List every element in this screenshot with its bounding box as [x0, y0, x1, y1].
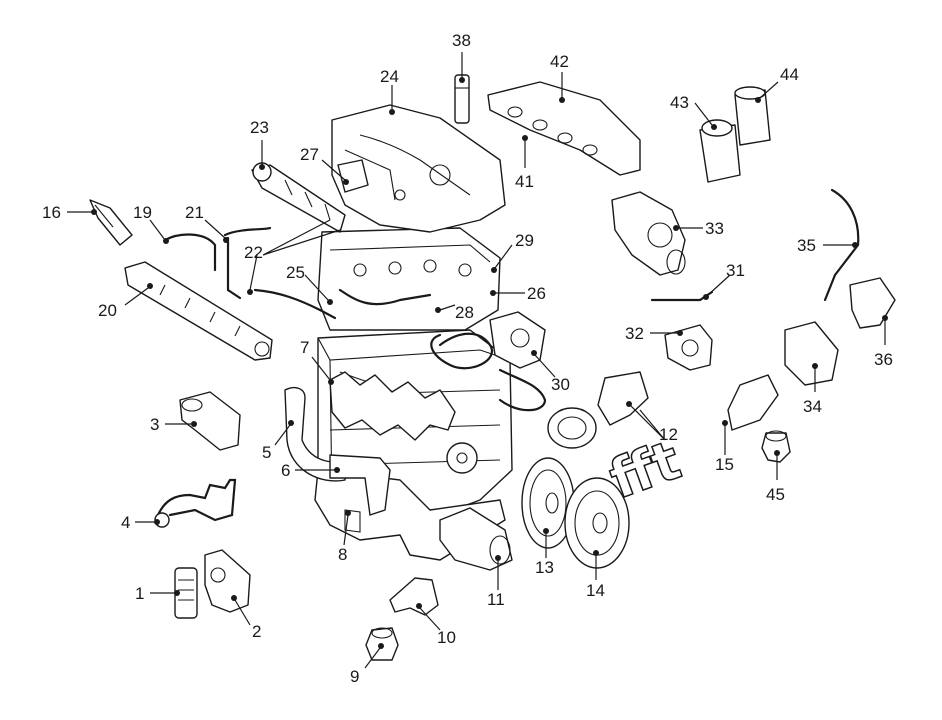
rocker-cover [331, 104, 506, 233]
callout-44: 44 [780, 65, 799, 84]
callout-31: 31 [726, 261, 745, 280]
callout-13: 13 [535, 558, 554, 577]
turbocharger [611, 191, 686, 276]
callout-10: 10 [437, 628, 456, 647]
crankshaft [329, 371, 478, 474]
fuel-return-hose [823, 188, 860, 302]
clutch-disc [564, 477, 630, 569]
vacuum-hose [498, 368, 547, 412]
callout-25: 25 [286, 263, 305, 282]
fuel-filter-housing [734, 86, 771, 146]
callout-20: 20 [98, 301, 117, 320]
injector [89, 199, 133, 246]
starter-motor [439, 507, 513, 571]
callout-9: 9 [350, 667, 359, 686]
rubber-mount [761, 430, 791, 463]
callout-19: 19 [133, 203, 152, 222]
timing-hose [430, 332, 494, 370]
callout-38: 38 [452, 31, 471, 50]
callout-32: 32 [625, 324, 644, 343]
callout-12: 12 [659, 425, 678, 444]
water-outlet [664, 324, 713, 371]
callout-45: 45 [766, 485, 785, 504]
callout-34: 34 [803, 397, 822, 416]
cylinder-head [317, 227, 501, 331]
gasket-ring [547, 407, 597, 449]
callout-27: 27 [300, 145, 319, 164]
exhaust-manifold [487, 81, 641, 176]
oil-cooler [784, 321, 839, 386]
callout-2: 2 [252, 622, 261, 641]
fuel-filter [699, 119, 741, 183]
oil-filter-housing [204, 549, 251, 613]
engine-mount-bracket [849, 277, 896, 329]
callout-35: 35 [797, 236, 816, 255]
injector-pipe-19 [163, 233, 217, 272]
callout-6: 6 [281, 461, 290, 480]
callout-43: 43 [670, 93, 689, 112]
fuel-rail [124, 261, 273, 361]
callout-4: 4 [121, 513, 130, 532]
camshaft [251, 162, 346, 233]
callout-labels: 1 2 3 4 5 6 7 8 9 10 11 12 13 14 15 16 1… [42, 31, 893, 686]
water-pump-hose [329, 454, 391, 516]
breather-hose [338, 288, 432, 306]
callout-1: 1 [135, 584, 144, 603]
callout-24: 24 [380, 67, 399, 86]
callout-30: 30 [551, 375, 570, 394]
callout-21: 21 [185, 203, 204, 222]
callout-16: 16 [42, 203, 61, 222]
callout-41: 41 [515, 172, 534, 191]
callout-28: 28 [455, 303, 474, 322]
callout-3: 3 [150, 415, 159, 434]
heat-shield [727, 374, 779, 431]
callout-22: 22 [244, 243, 263, 262]
injector-pipe-21 [223, 226, 272, 300]
callout-36: 36 [874, 350, 893, 369]
callout-5: 5 [262, 443, 271, 462]
callout-7: 7 [300, 338, 309, 357]
thermostat-housing [179, 391, 241, 451]
callout-42: 42 [550, 52, 569, 71]
callout-15: 15 [715, 455, 734, 474]
callout-23: 23 [250, 118, 269, 137]
leader-lines [67, 52, 888, 669]
turbo-oil-pipe [650, 290, 714, 302]
callout-8: 8 [338, 545, 347, 564]
engine-parts: fft [89, 74, 896, 661]
callout-14: 14 [586, 581, 605, 600]
injector-pipe-22 [253, 288, 337, 320]
exhaust-bracket [597, 371, 649, 426]
callout-11: 11 [487, 590, 505, 609]
callout-26: 26 [527, 284, 546, 303]
callout-29: 29 [515, 231, 534, 250]
callout-33: 33 [705, 219, 724, 238]
coolant-pipe [156, 478, 237, 522]
mount-bracket [389, 577, 439, 616]
